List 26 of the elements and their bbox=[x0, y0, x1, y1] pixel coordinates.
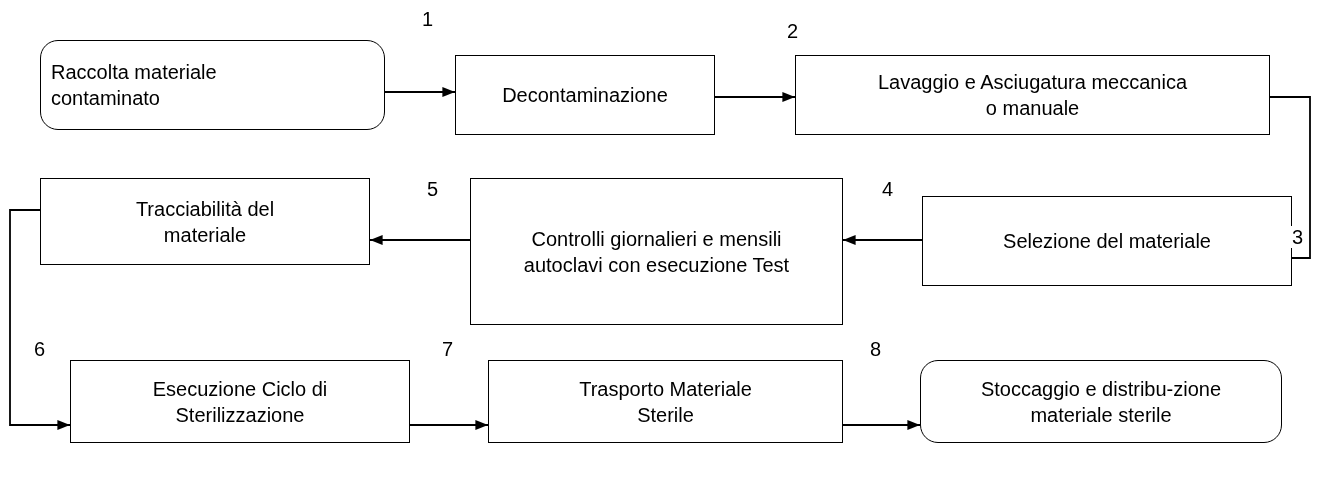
rounded-process-box bbox=[40, 40, 385, 130]
arrow bbox=[409, 419, 489, 431]
process-box bbox=[70, 360, 410, 443]
step-text: Decontaminazione bbox=[502, 83, 668, 108]
process-box bbox=[922, 196, 1292, 286]
step-number: 3 bbox=[1290, 226, 1306, 248]
arrow bbox=[9, 209, 71, 431]
step-text: Raccolta materiale contaminato bbox=[51, 60, 218, 111]
process-box bbox=[455, 55, 715, 135]
arrow bbox=[384, 86, 456, 98]
process-box bbox=[795, 55, 1270, 135]
step-text: Tracciabilità del materiale bbox=[134, 196, 276, 248]
process-box bbox=[488, 360, 843, 443]
step-text: Stoccaggio e distribu-zione materiale sterile bbox=[979, 376, 1223, 428]
arrow bbox=[842, 419, 921, 431]
arrow bbox=[369, 234, 471, 246]
step-text: Lavaggio e Asciugatura meccanica o manuale bbox=[876, 70, 1189, 121]
step-text: Esecuzione Ciclo di Sterilizzazione bbox=[151, 376, 329, 428]
arrow bbox=[842, 234, 923, 246]
rounded-process-box bbox=[920, 360, 1282, 443]
process-box bbox=[40, 178, 370, 265]
arrow bbox=[714, 91, 796, 103]
step-text: Trasporto Materiale Sterile bbox=[578, 376, 753, 428]
step-text: Controlli giornalieri e mensili autoclavi con esecuzione Test bbox=[522, 226, 791, 278]
process-box bbox=[470, 178, 843, 325]
step-text: Selezione del materiale bbox=[1003, 229, 1211, 254]
